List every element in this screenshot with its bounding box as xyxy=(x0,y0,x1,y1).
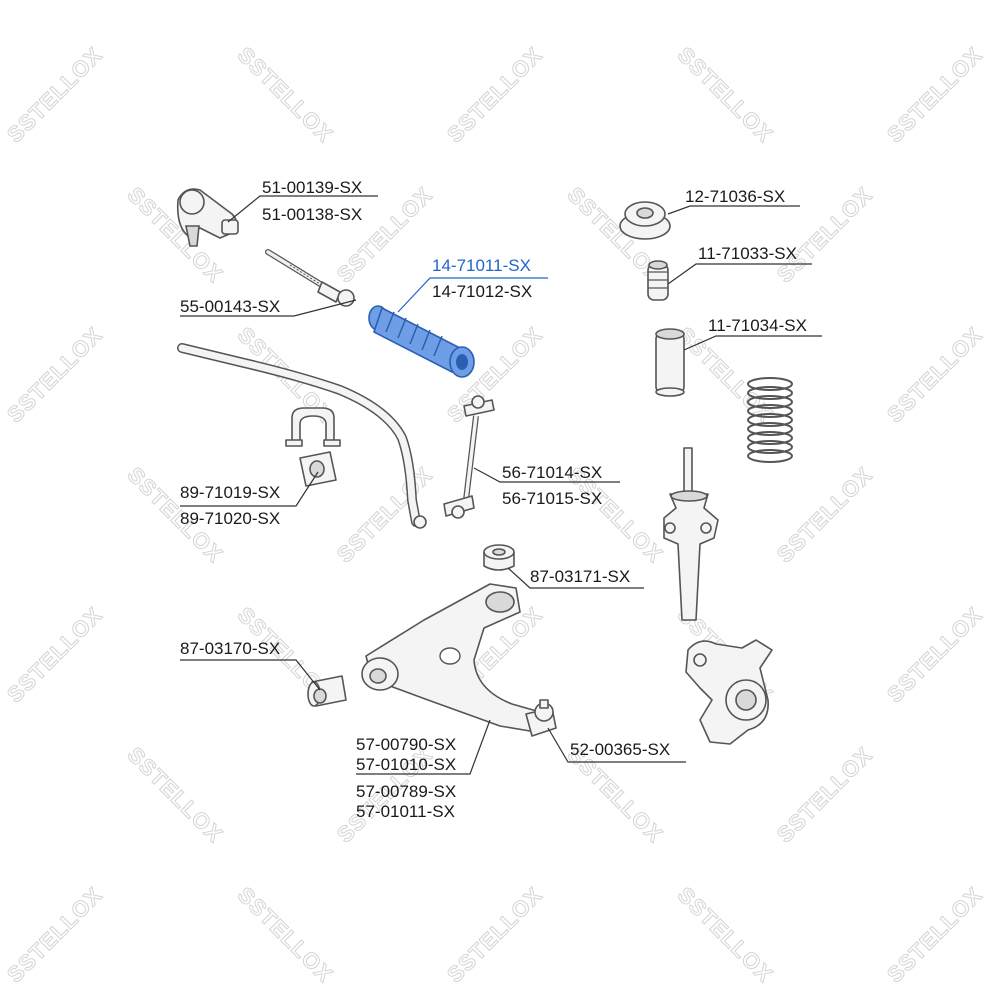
stabilizer-bar-part xyxy=(177,343,427,529)
watermark-text: SSTELLOX xyxy=(233,42,338,147)
leader-55-00143 xyxy=(180,299,357,317)
label-51-00139[interactable]: 51-00139-SX xyxy=(262,178,362,197)
label-12-71036[interactable]: 12-71036-SX xyxy=(685,187,785,206)
leader-51-00139 xyxy=(227,195,378,223)
spring-coil xyxy=(747,377,793,391)
spring-coil xyxy=(747,413,793,427)
label-11-71033[interactable]: 11-71033-SX xyxy=(698,244,797,263)
coil-spring-part xyxy=(747,377,793,463)
watermark-text: SSTELLOX xyxy=(673,882,778,987)
lower-control-arm-part[interactable] xyxy=(361,583,541,733)
label-14-71012[interactable]: 14-71012-SX xyxy=(432,282,532,301)
control-arm-bushing-rear-part[interactable] xyxy=(483,544,515,571)
label-57-00790[interactable]: 57-00790-SX xyxy=(356,735,456,754)
label-89-71019[interactable]: 89-71019-SX xyxy=(180,483,280,502)
leader-12-71036 xyxy=(667,205,800,215)
part-labels: 51-00139-SX 51-00138-SX 55-00143-SX 14-7… xyxy=(180,178,807,821)
watermark-text: SSTELLOX xyxy=(772,462,877,567)
label-56-71014[interactable]: 56-71014-SX xyxy=(502,463,602,482)
bump-stop-part[interactable] xyxy=(647,260,669,301)
leader-56-71014 xyxy=(473,467,620,483)
tie-rod-end-part[interactable] xyxy=(176,188,239,247)
leader-87-03171 xyxy=(507,567,644,589)
spring-coil xyxy=(747,395,793,409)
watermark-text: SSTELLOX xyxy=(2,882,107,987)
spring-coil xyxy=(747,440,793,454)
label-56-71015[interactable]: 56-71015-SX xyxy=(502,489,602,508)
shock-absorber-part xyxy=(663,447,719,621)
watermark-text: SSTELLOX xyxy=(882,602,987,707)
ball-joint-part[interactable] xyxy=(525,699,557,737)
steering-boot-part[interactable] xyxy=(368,305,475,378)
leader-lines xyxy=(180,195,822,775)
watermark-text: SSTELLOX xyxy=(123,742,228,847)
label-57-00789[interactable]: 57-00789-SX xyxy=(356,782,456,801)
label-57-01010[interactable]: 57-01010-SX xyxy=(356,755,456,774)
label-51-00138[interactable]: 51-00138-SX xyxy=(262,205,362,224)
label-87-03170[interactable]: 87-03170-SX xyxy=(180,639,280,658)
label-89-71020[interactable]: 89-71020-SX xyxy=(180,509,280,528)
watermark-text: SSTELLOX xyxy=(673,42,778,147)
spring-coil xyxy=(747,431,793,445)
watermark-text: SSTELLOX xyxy=(772,182,877,287)
watermark-text: SSTELLOX xyxy=(882,42,987,147)
leader-11-71033 xyxy=(667,263,812,285)
watermark-text: SSTELLOX xyxy=(772,742,877,847)
leader-57-00790 xyxy=(356,719,491,775)
label-87-03171[interactable]: 87-03171-SX xyxy=(530,567,630,586)
label-14-71011[interactable]: 14-71011-SX xyxy=(432,256,531,275)
spring-coil xyxy=(747,422,793,436)
leader-89-71019 xyxy=(180,471,319,507)
spring-coil xyxy=(747,449,793,463)
label-55-00143[interactable]: 55-00143-SX xyxy=(180,297,280,316)
steering-knuckle-part xyxy=(685,639,773,745)
watermark-text: SSTELLOX xyxy=(2,42,107,147)
leader-14-71011 xyxy=(397,277,548,313)
stabilizer-bushing-part[interactable] xyxy=(285,407,341,487)
watermark-text: SSTELLOX xyxy=(882,882,987,987)
watermark-text: SSTELLOX xyxy=(2,602,107,707)
leader-52-00365 xyxy=(547,727,686,763)
control-arm-bushing-front-part[interactable] xyxy=(307,675,347,707)
watermark-text: SSTELLOX xyxy=(233,882,338,987)
watermark-text: SSTELLOX xyxy=(332,462,437,567)
spring-coil xyxy=(747,404,793,418)
watermark-text: SSTELLOX xyxy=(442,882,547,987)
spring-coil xyxy=(747,386,793,400)
label-52-00365[interactable]: 52-00365-SX xyxy=(570,740,670,759)
watermark-text: SSTELLOX xyxy=(332,182,437,287)
leader-87-03170 xyxy=(180,659,321,691)
label-11-71034[interactable]: 11-71034-SX xyxy=(708,316,807,335)
leader-11-71034 xyxy=(683,335,822,351)
watermark-text: SSTELLOX xyxy=(442,42,547,147)
watermark-text: SSTELLOX xyxy=(882,322,987,427)
strut-mount-part[interactable] xyxy=(619,201,671,240)
watermark-text: SSTELLOX xyxy=(673,322,778,427)
dust-boot-part[interactable] xyxy=(655,328,685,397)
label-57-01011[interactable]: 57-01011-SX xyxy=(356,802,455,821)
stabilizer-link-part[interactable] xyxy=(443,395,495,519)
watermark-text: SSTELLOX xyxy=(2,322,107,427)
